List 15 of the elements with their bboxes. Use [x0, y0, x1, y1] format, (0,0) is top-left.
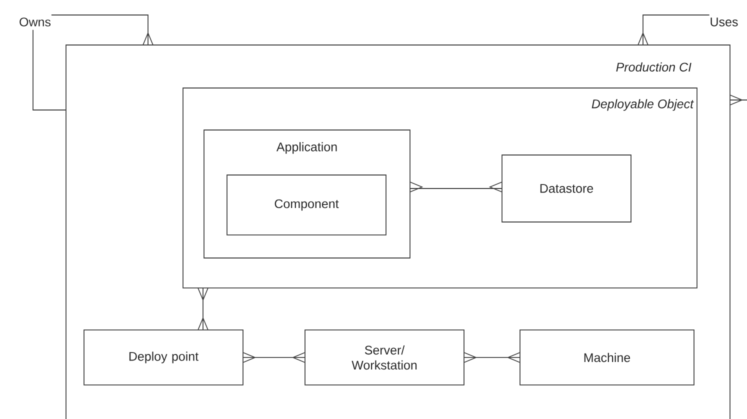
entity-box: Machine	[520, 330, 694, 386]
connector	[638, 14, 710, 46]
connector	[242, 352, 306, 363]
relationship-label: Owns	[20, 18, 51, 26]
connector	[410, 182, 502, 192]
entity-box: Deploy point	[84, 330, 244, 386]
entity-box: Server/ Workstation	[304, 330, 464, 386]
entity-box: Component	[226, 174, 386, 236]
connector	[464, 352, 520, 363]
connector	[50, 14, 154, 46]
entity-box: Datastore	[502, 154, 632, 222]
connector	[32, 29, 66, 110]
relationship-label: Uses	[710, 18, 738, 26]
connector	[198, 288, 208, 330]
connector	[730, 94, 747, 106]
